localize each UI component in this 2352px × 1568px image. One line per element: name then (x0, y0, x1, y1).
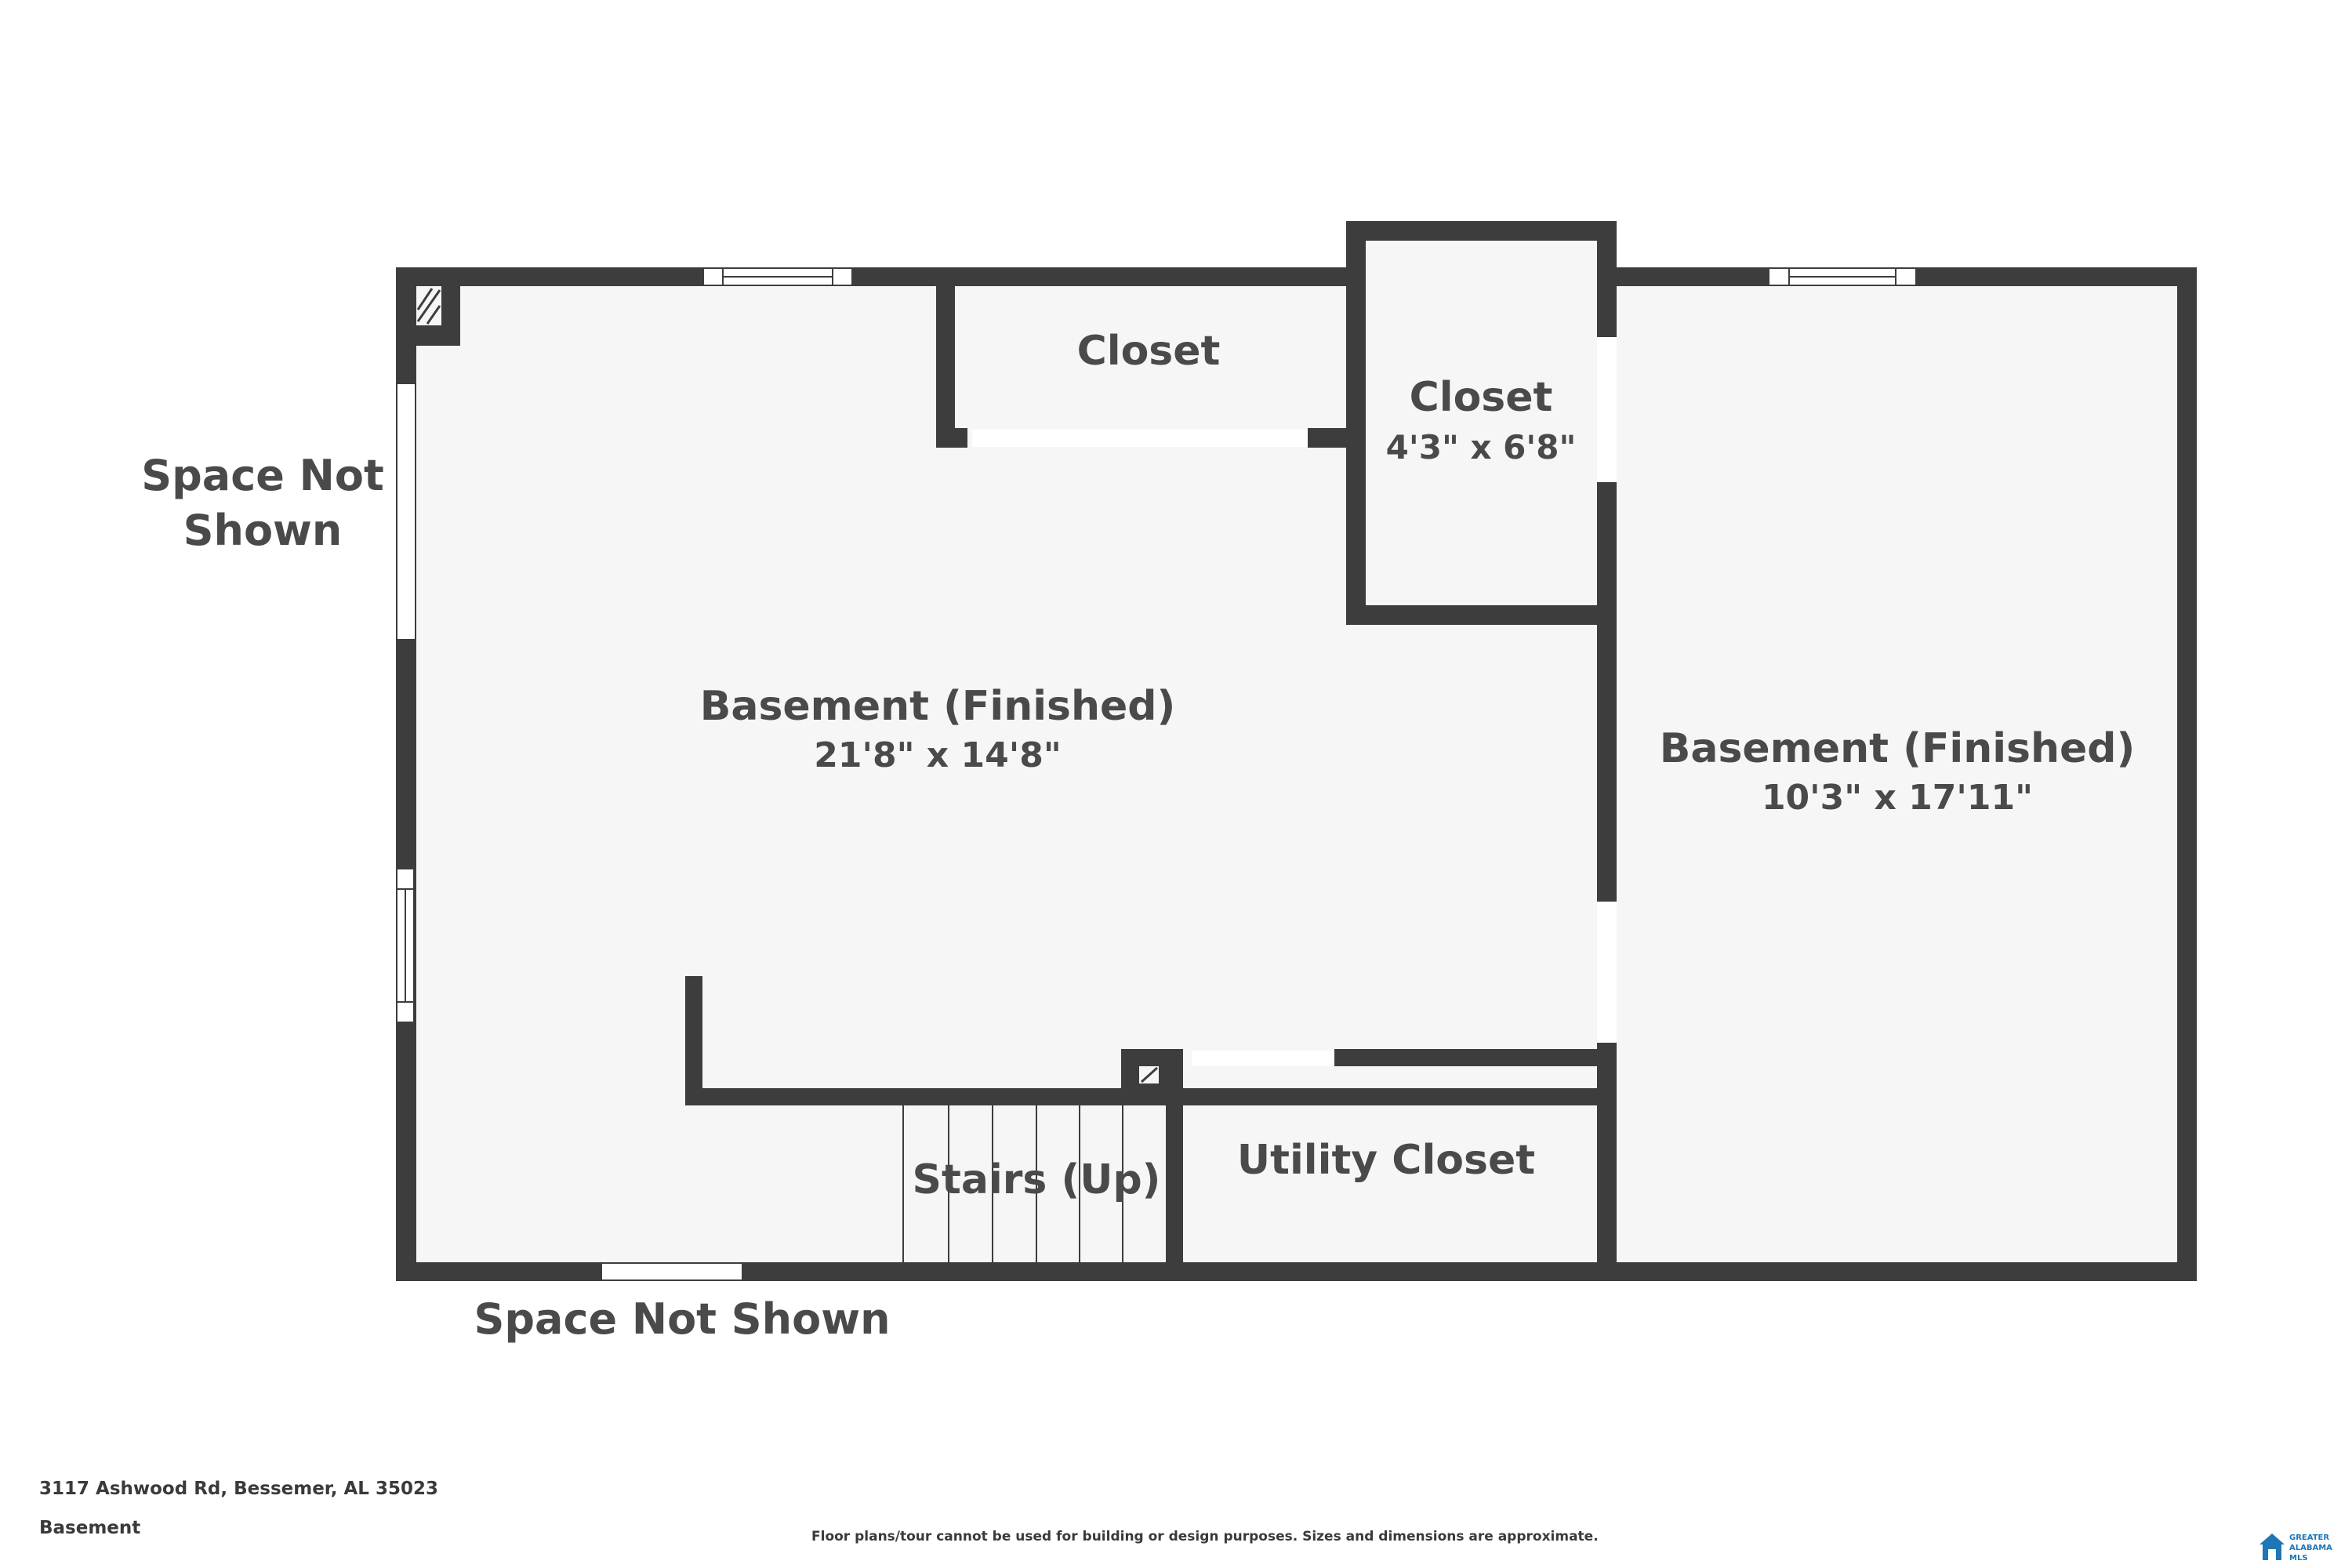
room-label-closet-small: Closet (1410, 374, 1553, 421)
window-top-right (1768, 267, 1917, 286)
room-label-closet-top: Closet (1077, 328, 1221, 375)
space-not-shown-bottom: Space Not Shown (474, 1294, 891, 1344)
logo-line-2: ALABAMA (2289, 1544, 2332, 1552)
chimney-hatch (416, 288, 1159, 1083)
floor-name: Basement (39, 1518, 141, 1538)
room-label-basement-right: Basement (Finished) (1660, 725, 2136, 772)
windows (396, 267, 1917, 1023)
space-not-shown-left-line-1: Space Not (141, 451, 384, 500)
mls-logo: GREATER ALABAMA MLS (2259, 1534, 2332, 1563)
room-dims-closet-small: 4'3" x 6'8" (1386, 428, 1577, 466)
logo-line-1: GREATER (2289, 1534, 2329, 1542)
room-label-stairs: Stairs (Up) (913, 1156, 1161, 1203)
room-dims-basement-right: 10'3" x 17'11" (1762, 778, 2033, 818)
window-left (396, 868, 415, 1023)
room-label-basement-left: Basement (Finished) (700, 683, 1176, 730)
property-address: 3117 Ashwood Rd, Bessemer, AL 35023 (39, 1479, 438, 1499)
openings (397, 337, 1617, 1279)
logo-line-3: MLS (2289, 1554, 2308, 1563)
space-not-shown-left-line-2: Shown (183, 506, 343, 555)
room-dims-basement-left: 21'8" x 14'8" (814, 735, 1062, 775)
house-icon (2259, 1534, 2285, 1560)
disclaimer: Floor plans/tour cannot be used for buil… (811, 1529, 1599, 1544)
room-label-utility-closet: Utility Closet (1237, 1137, 1535, 1184)
space-not-shown-left: Space Not Shown (133, 448, 392, 558)
stairs (902, 1105, 1166, 1264)
window-top-left (702, 267, 853, 286)
